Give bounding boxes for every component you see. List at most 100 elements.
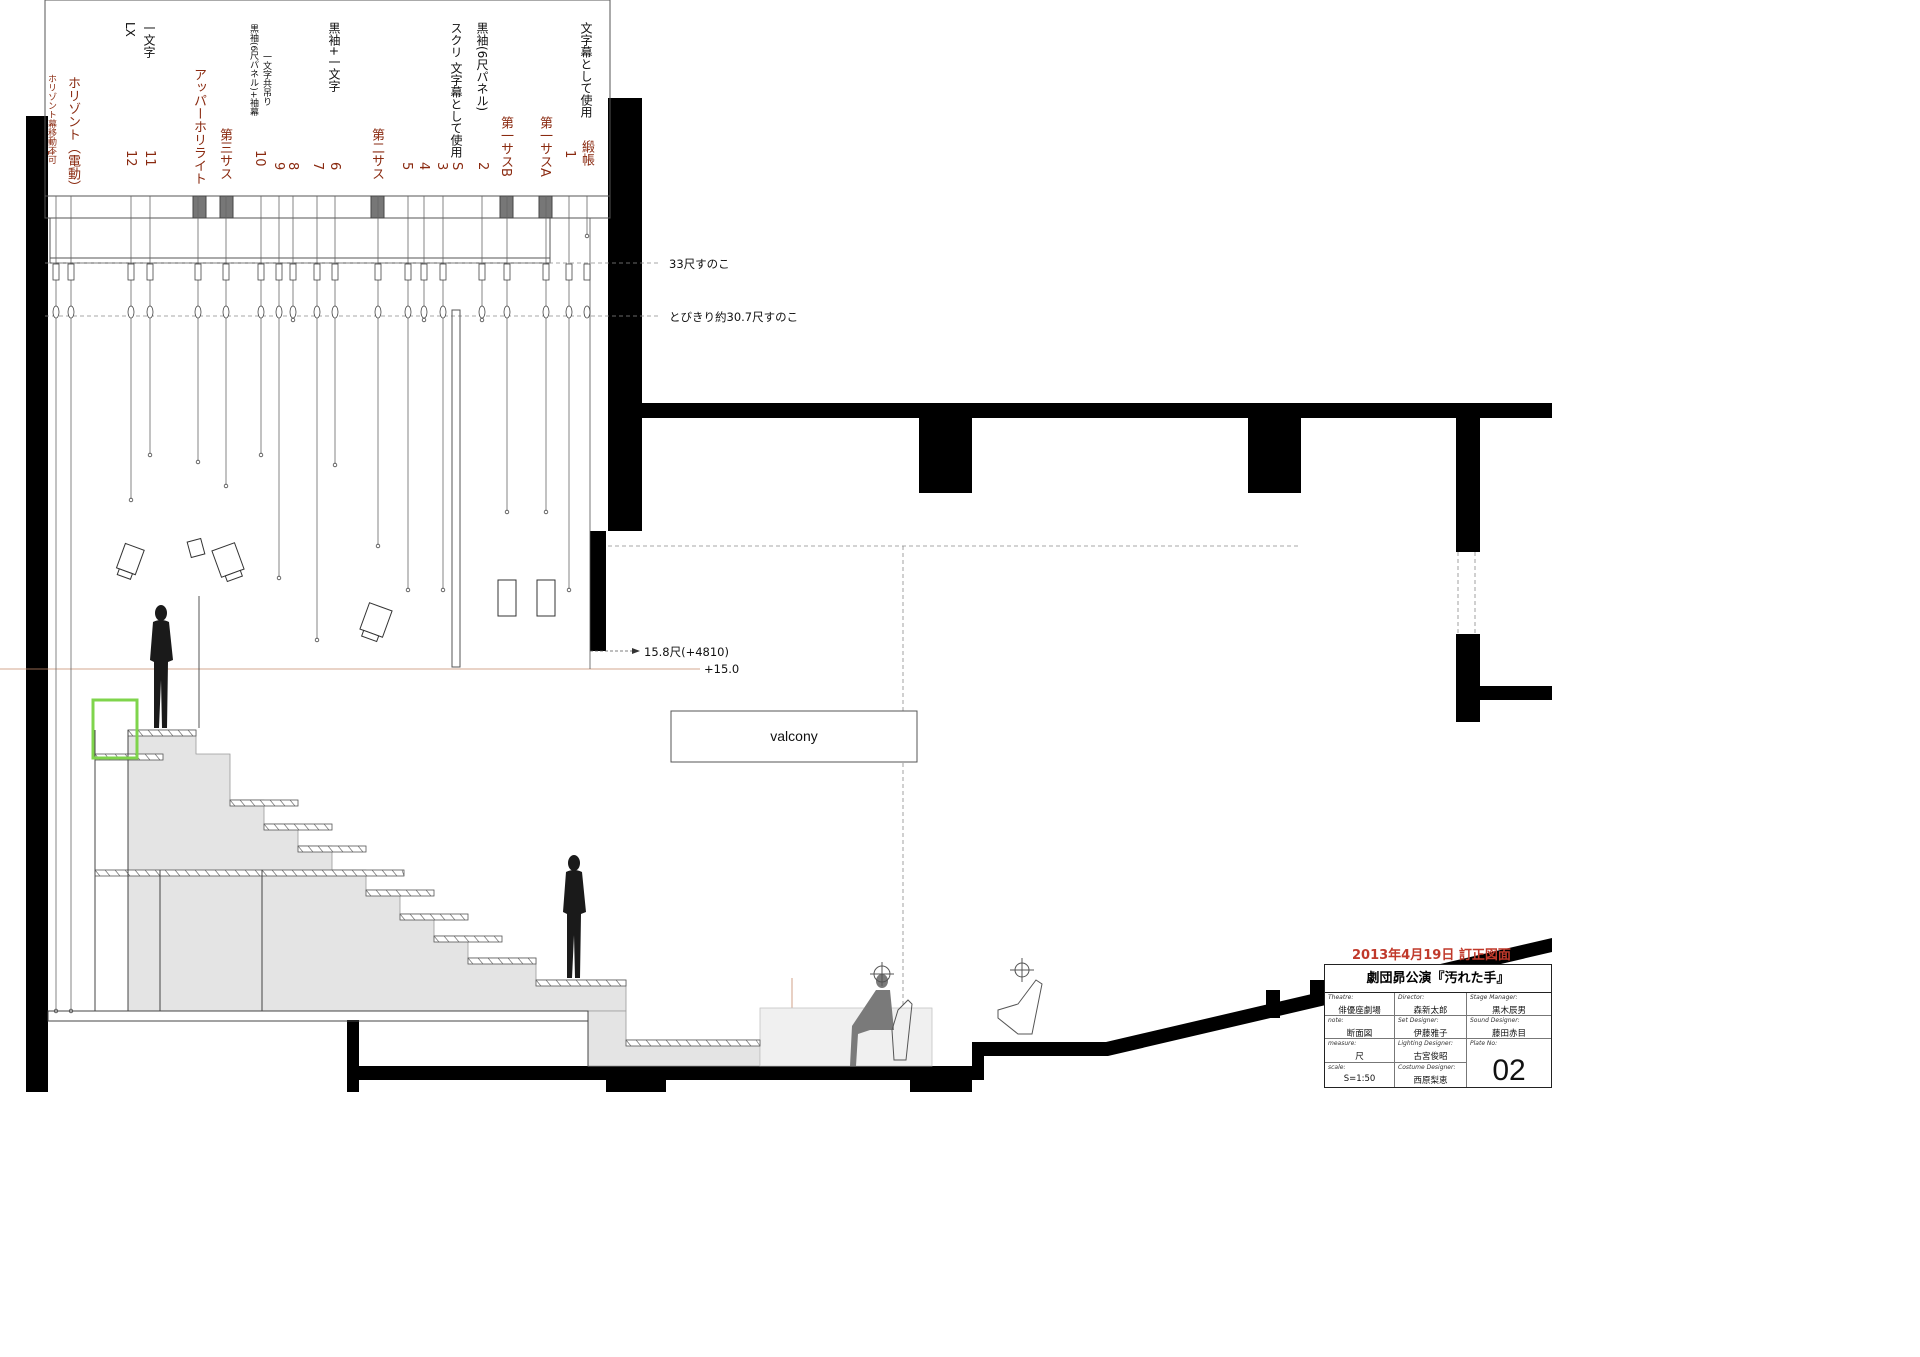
fly-label-10: 10 [252, 150, 267, 167]
fly-line [583, 196, 591, 319]
tb-set-designer-value: 伊藤雅子 [1413, 1029, 1448, 1039]
tb-sound-designer-key: Sound Designer: [1470, 1017, 1520, 1024]
fly-line [67, 196, 75, 1014]
tb-theatre-value: 俳優座劇場 [1338, 1006, 1381, 1016]
rake-step-1 [1266, 990, 1280, 1018]
usage-ichimonji-tomo: 一文字共吊り [261, 52, 271, 106]
revision-note: 2013年4月19日 訂正図面 [1352, 948, 1511, 963]
tb-costume-designer: Costume Designer: 西原梨恵 [1395, 1063, 1467, 1087]
tb-stage-manager-value: 黒木辰男 [1491, 1006, 1526, 1016]
fly-line [374, 196, 382, 549]
fly-line [420, 196, 428, 323]
fly-line [404, 196, 412, 593]
usage-kurobiki-sode: 黒袖(6尺パネル)+袖幕 [248, 24, 258, 117]
tb-scale: scale: S=1:50 [1325, 1063, 1395, 1087]
fly-line [503, 196, 511, 515]
building-walls [26, 98, 1552, 1092]
fly-line [275, 196, 283, 581]
floor-step-2 [910, 1080, 972, 1092]
lower-platform-mass [587, 1010, 761, 1067]
tb-theatre-key: Theatre: [1328, 994, 1354, 1001]
rake-step-2 [1310, 980, 1324, 1004]
tb-director: Director: 森新太郎 [1395, 993, 1467, 1016]
standing-figure-mid [563, 855, 586, 978]
fly-line [542, 196, 550, 515]
fly-line [257, 196, 265, 458]
tb-lighting-designer-value: 古宮俊昭 [1413, 1052, 1448, 1062]
tb-director-value: 森新太郎 [1413, 1006, 1448, 1016]
balcony-label: valcony [770, 728, 818, 744]
deck-surface [47, 1010, 589, 1022]
fly-line [222, 196, 230, 489]
proscenium-wall-upper [608, 98, 642, 531]
tb-costume-designer-key: Costume Designer: [1398, 1064, 1456, 1071]
fly-label-11: 11 [142, 150, 157, 167]
fly-label-1-front: 1 [562, 150, 577, 159]
fly-label-2: 2 [475, 162, 490, 171]
fly-label-4: 4 [416, 162, 431, 171]
platform-truss [229, 799, 299, 807]
tb-plate-no-value: 02 [1492, 1054, 1526, 1087]
tb-sound-designer: Sound Designer: 藤田赤目 [1467, 1016, 1551, 1039]
tb-lighting-designer-key: Lighting Designer: [1398, 1040, 1454, 1047]
fly-label-3: 3 [434, 162, 449, 171]
tb-note-value: 断面図 [1346, 1029, 1373, 1039]
highlight-frame [91, 698, 139, 760]
light-fixture-third-sus [211, 542, 245, 583]
fly-line [127, 196, 135, 503]
tb-plate-no: Plate No: 02 [1467, 1039, 1551, 1087]
standing-figure-top [150, 605, 173, 728]
auditorium-seat-1 [870, 962, 913, 1061]
fly-line [194, 196, 202, 465]
fly-label-third-sus: 第三サス [217, 128, 232, 180]
tb-scale-value: S=1:50 [1343, 1074, 1376, 1084]
ceiling-beam-1 [919, 418, 972, 493]
bar-marker-first-sus-a [538, 195, 553, 219]
height-158-arrow [632, 648, 640, 654]
balcony-box [670, 710, 918, 763]
tb-measure-key: measure: [1328, 1040, 1357, 1047]
tb-note: note: 断面図 [1325, 1016, 1395, 1039]
fly-line [565, 196, 573, 593]
light-fixture-first-sus-b [497, 579, 517, 617]
platform-truss [263, 823, 333, 831]
fly-label-first-sus-b: 第一サスB [498, 116, 513, 177]
stage-lights [115, 537, 556, 643]
platform-truss [467, 957, 537, 965]
tb-stage-manager: Stage Manager: 黒木辰男 [1467, 993, 1551, 1016]
tb-lighting-designer: Lighting Designer: 古宮俊昭 [1395, 1039, 1467, 1063]
tb-stage-manager-key: Stage Manager: [1470, 994, 1518, 1001]
floor-step-1 [606, 1080, 666, 1092]
height-15-label: +15.0 [704, 662, 740, 676]
fly-label-8: 8 [285, 162, 300, 171]
usage-scrim: スクリ 文字幕として使用 [449, 22, 463, 158]
platform-truss [535, 979, 627, 987]
bar-marker-upper-hori [192, 195, 207, 219]
rear-wall-lower [1456, 634, 1480, 722]
proscenium-wall-lower [590, 531, 606, 651]
ghost-platform [759, 1007, 933, 1067]
usage-lx: LX [123, 22, 137, 37]
scrim-bar [451, 309, 461, 668]
fly-label-6: 6 [327, 162, 342, 171]
auditorium-ceiling-slab [642, 403, 1552, 418]
fly-line [313, 196, 321, 643]
fly-label-upper-hori: アッパーホリライト [191, 68, 206, 185]
raked-floor-riser [972, 1042, 984, 1080]
bar-marker-first-sus-b [499, 195, 514, 219]
tb-sound-designer-value: 藤田赤目 [1491, 1029, 1526, 1039]
light-fixture-second-sus [359, 602, 393, 643]
orchestra-pit-wall [347, 1020, 359, 1092]
fly-line [439, 196, 447, 593]
fly-label-first-sus-a: 第一サスA [537, 116, 552, 177]
fly-label-s: S [449, 162, 464, 171]
usage-kurosode-ichimonji: 黒袖+一文字 [327, 22, 341, 93]
tb-plate-no-key: Plate No: [1470, 1040, 1498, 1047]
grid-30-label: とびきり約30.7尺すのこ [669, 310, 799, 324]
ceiling-beam-2 [1248, 418, 1301, 493]
usage-ichimonji-front: 文字幕として使用 [579, 22, 593, 118]
stepped-platforms [94, 729, 933, 1067]
tb-note-key: note: [1328, 1017, 1344, 1024]
fly-label-1-hori: 1 [45, 150, 55, 156]
usage-kurosode-6shaku: 黒袖(6尺パネル) [475, 22, 489, 111]
